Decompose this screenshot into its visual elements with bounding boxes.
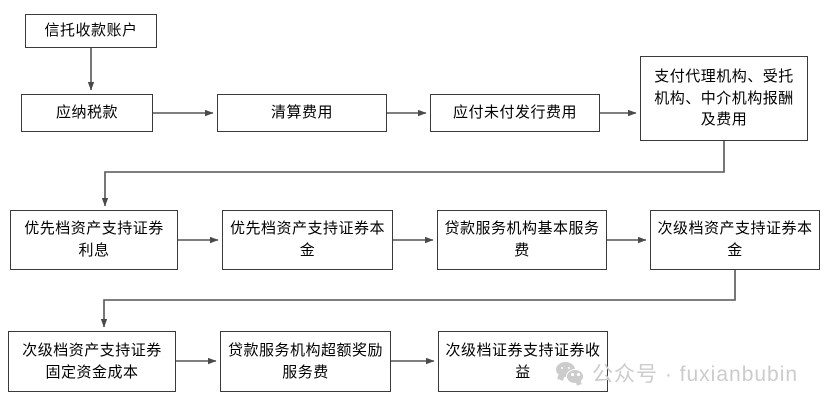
node-loan-servicer-basic-fee[interactable]: 贷款服务机构基本服务费 (437, 210, 607, 270)
node-label: 贷款服务机构基本服务费 (444, 220, 600, 259)
node-unpaid-issuance-expenses[interactable]: 应付未付发行费用 (430, 94, 600, 132)
node-label: 应付未付发行费用 (452, 104, 577, 122)
node-label: 信托收款账户 (44, 22, 138, 40)
node-label: 次级档证券支持证券收益 (445, 341, 601, 381)
node-senior-abs-interest[interactable]: 优先档资产支持证券利息 (10, 210, 178, 270)
node-senior-abs-principal[interactable]: 优先档资产支持证券本金 (222, 210, 393, 270)
node-label: 支付代理机构、受托机构、中介机构报酬及费用 (654, 67, 794, 129)
node-subordinate-abs-principal[interactable]: 次级档资产支持证券本金 (650, 210, 820, 270)
node-label: 应纳税款 (55, 104, 118, 122)
watermark: 公众号 · fuxianbubin (556, 358, 798, 388)
node-trust-receipt-account[interactable]: 信托收款账户 (25, 14, 157, 48)
wechat-icon (556, 362, 584, 384)
watermark-text: 公众号 · fuxianbubin (592, 363, 799, 386)
node-subordinate-abs-fixed-capital-cost[interactable]: 次级档资产支持证券固定资金成本 (8, 331, 176, 392)
node-taxes-payable[interactable]: 应纳税款 (21, 94, 153, 132)
node-loan-servicer-excess-incentive-fee[interactable]: 贷款服务机构超额奖励服务费 (220, 331, 391, 392)
node-label: 优先档资产支持证券利息 (24, 220, 164, 259)
node-liquidation-expenses[interactable]: 清算费用 (217, 94, 387, 132)
node-label: 清算费用 (270, 104, 333, 122)
node-label: 次级档资产支持证券固定资金成本 (22, 341, 162, 381)
node-agent-trustee-intermediary-fees[interactable]: 支付代理机构、受托机构、中介机构报酬及费用 (640, 56, 808, 141)
node-label: 优先档资产支持证券本金 (229, 220, 385, 259)
node-label: 贷款服务机构超额奖励服务费 (227, 341, 383, 381)
edge-n9-n10 (100, 270, 736, 328)
node-label: 次级档资产支持证券本金 (657, 220, 813, 259)
edge-n5-n6 (101, 141, 725, 207)
